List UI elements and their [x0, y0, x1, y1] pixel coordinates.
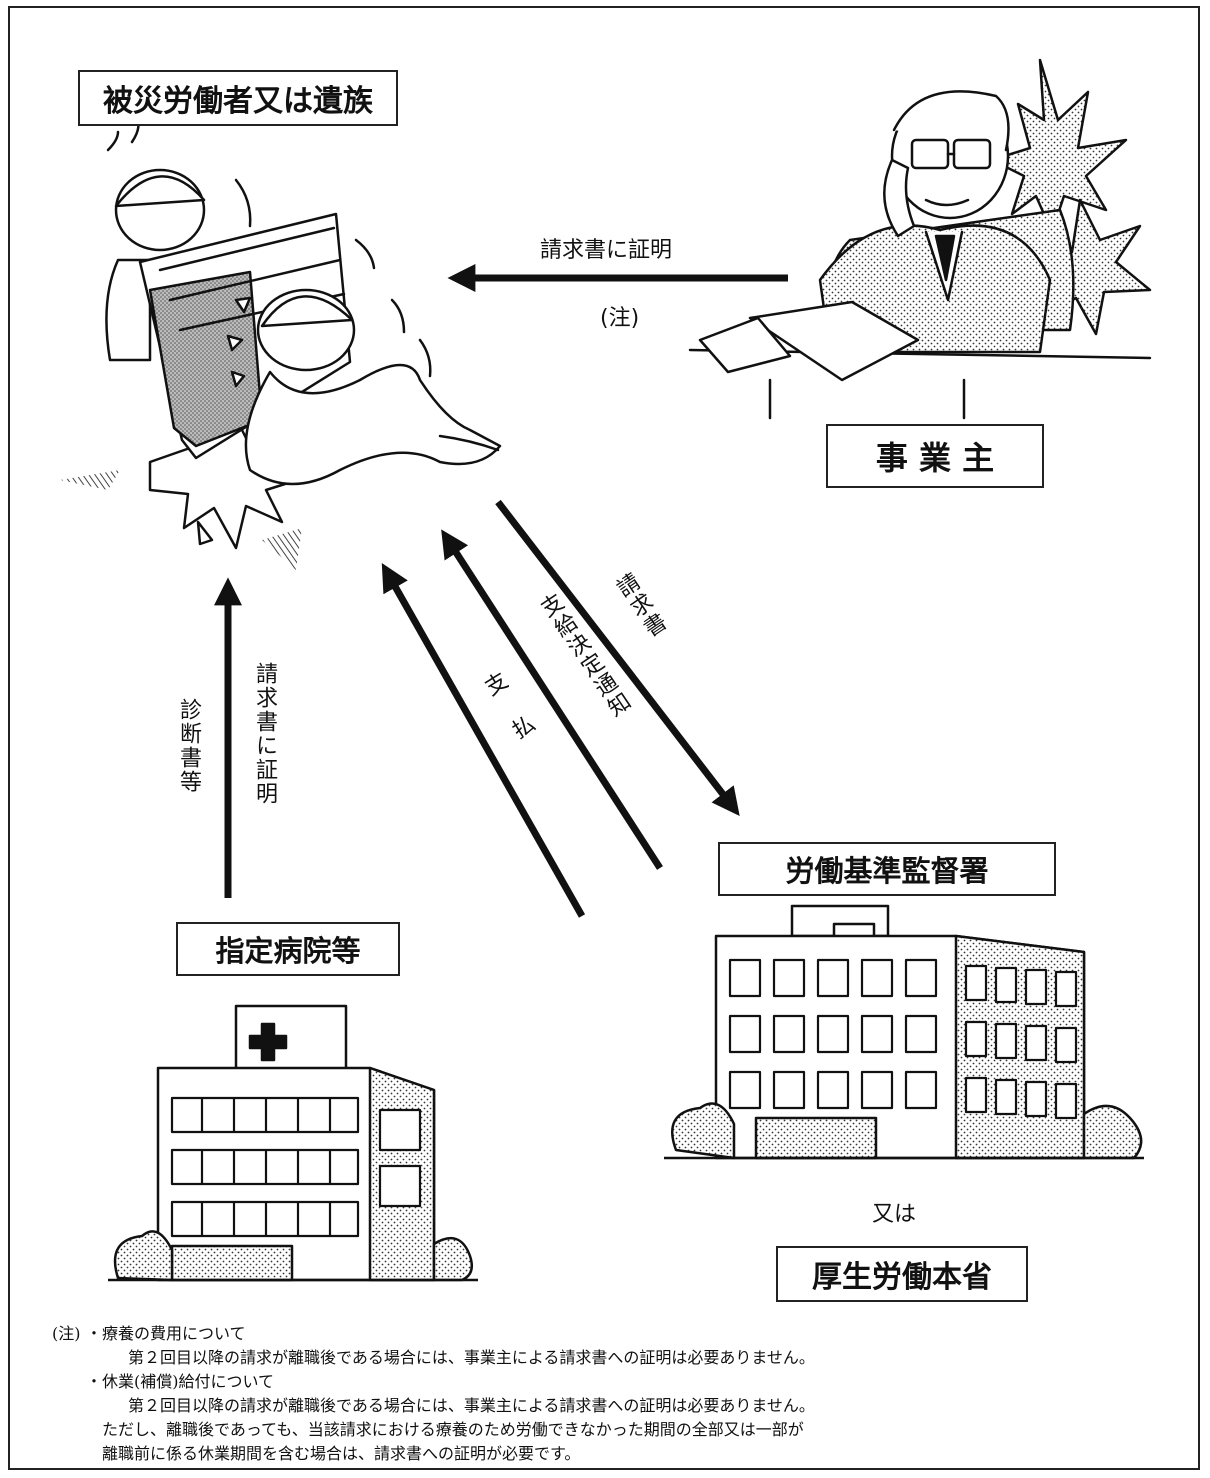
arrow-bureau-decision [441, 529, 663, 870]
bureau-box: 労働基準監督署 [718, 842, 1056, 896]
ministry-box: 厚生労働本省 [776, 1246, 1028, 1302]
footnote: (注) ・療養の費用について 第２回目以降の請求が離職後である場合には、事業主に… [52, 1322, 1176, 1466]
worker-or-family-box: 被災労働者又は遺族 [78, 70, 398, 126]
footnote-item2-body3: 離職前に係る休業期間を含む場合は、請求書への証明が必要です。 [102, 1444, 581, 1463]
footnote-item2-body2: ただし、離職後であっても、当該請求における療養のため労働できなかった期間の全部又… [102, 1420, 804, 1439]
employer-note-label: (注) [600, 306, 640, 331]
arrow-bureau-payment [381, 563, 586, 918]
employer-illustration [688, 58, 1152, 420]
footnote-item1-title: ・療養の費用について [86, 1324, 246, 1343]
employer-box: 事 業 主 [826, 424, 1044, 488]
hospital-box: 指定病院等 [176, 922, 400, 976]
worker-accident-illustration [60, 120, 502, 570]
bureau-building-illustration [664, 904, 1144, 1160]
footnote-item1-body: 第２回目以降の請求が離職後である場合には、事業主による請求書への証明は必要ありま… [128, 1348, 815, 1367]
footnote-head: (注) [52, 1324, 81, 1343]
arrow-worker-to-bureau [495, 499, 740, 816]
footnote-item2-body1: 第２回目以降の請求が離職後である場合には、事業主による請求書への証明は必要ありま… [128, 1396, 815, 1415]
hospital-building-illustration [108, 1004, 478, 1282]
footnote-item2-title: ・休業(補償)給付について [86, 1372, 275, 1391]
employer-certify-label: 請求書に証明 [540, 238, 673, 263]
diagnosis-label: 診断書等 [176, 698, 201, 794]
footnote-row-1: (注) ・療養の費用について [52, 1322, 1176, 1346]
outer-frame [8, 6, 1200, 1470]
or-label: 又は [872, 1202, 917, 1227]
hospital-certify-label: 請求書に証明 [252, 662, 277, 806]
